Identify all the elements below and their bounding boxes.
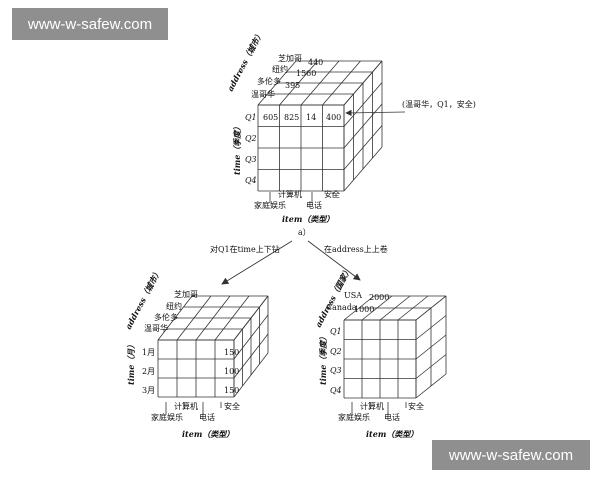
cube-right-grid (343, 295, 447, 399)
item-label-phone: 电话 (306, 200, 322, 210)
roll-up-label: 在address上上卷 (324, 244, 388, 254)
left-item-home: 家庭娱乐 (151, 412, 183, 422)
month-label-mar: 3月 (142, 386, 155, 395)
left-value-jan: 150 (224, 348, 239, 357)
value-q1-security: 400 (326, 113, 341, 122)
left-time-axis-label: time（月） (126, 341, 136, 385)
left-city-vancouver: 温哥华 (144, 323, 168, 333)
item-label-computer: 计算机 (278, 189, 302, 199)
right-item-security: 安全 (408, 401, 424, 411)
caption-a: a） (298, 228, 311, 237)
quarter-label-q2: Q2 (245, 134, 257, 143)
month-label-feb: 2月 (142, 367, 155, 376)
city-label-toronto: 多伦多 (257, 76, 281, 86)
left-item-phone: 电话 (199, 412, 215, 422)
transition-arrows: 对Q1在time上下钻 在address上上卷 (210, 240, 388, 285)
left-item-ticks (165, 402, 222, 414)
cube-right: USA Canada 2000 1000 address（国家） Q1 Q2 Q… (313, 265, 447, 439)
item-label-security: 安全 (324, 189, 340, 199)
cube-left: 芝加哥 纽约 多伦多 温哥华 address（城市） 1月 2月 3月 time… (123, 267, 269, 439)
item-ticks (269, 192, 334, 203)
cube-top-grid (257, 60, 383, 192)
right-item-home: 家庭娱乐 (338, 412, 370, 422)
time-axis-label: time（季度） (232, 123, 242, 175)
left-item-computer: 计算机 (174, 401, 198, 411)
city-label-vancouver: 温哥华 (251, 89, 275, 99)
month-label-jan: 1月 (142, 348, 155, 357)
right-time-axis-label: time（季度） (318, 333, 328, 385)
value-q1-home: 605 (263, 113, 278, 122)
left-value-feb: 100 (224, 367, 239, 376)
quarter-label-q1: Q1 (245, 113, 257, 122)
left-value-mar: 150 (224, 386, 239, 395)
right-quarter-q4: Q4 (330, 386, 342, 395)
right-item-axis-label: item（类型） (366, 429, 418, 439)
roll-up-arrow (307, 240, 361, 281)
right-item-phone: 电话 (384, 412, 400, 422)
cube-left-grid (157, 295, 269, 398)
left-city-newyork: 纽约 (166, 301, 182, 311)
callout-label: (温哥华，Q1，安全) (402, 99, 476, 109)
back-value-toronto: 395 (285, 81, 300, 90)
left-item-axis-label: item（类型） (182, 429, 234, 439)
watermark-top: www-w-safew.com (12, 8, 168, 40)
country-value-canada: 1000 (354, 305, 374, 314)
left-item-security: 安全 (224, 401, 240, 411)
left-city-toronto: 多伦多 (154, 312, 178, 322)
city-label-chicago: 芝加哥 (278, 53, 302, 63)
cube-top: 芝加哥 纽约 多伦多 温哥华 address（城市） 440 1560 395 … (225, 29, 476, 237)
callout-arrow (345, 109, 406, 117)
country-label-usa: USA (344, 291, 362, 300)
right-quarter-q1: Q1 (330, 327, 342, 336)
back-value-chicago: 440 (308, 58, 323, 67)
drill-down-arrow (221, 240, 293, 285)
country-label-canada: Canada (326, 303, 357, 312)
quarter-label-q3: Q3 (245, 155, 257, 164)
right-quarter-q3: Q3 (330, 366, 342, 375)
value-q1-computer: 825 (284, 113, 299, 122)
right-item-computer: 计算机 (360, 401, 384, 411)
right-item-ticks (351, 402, 407, 414)
country-value-usa: 2000 (369, 293, 389, 302)
left-city-chicago: 芝加哥 (174, 289, 198, 299)
item-label-home: 家庭娱乐 (254, 200, 286, 210)
item-axis-label: item（类型） (282, 214, 334, 224)
value-q1-phone: 14 (306, 113, 316, 122)
drill-down-label: 对Q1在time上下钻 (210, 244, 280, 254)
quarter-label-q4: Q4 (245, 176, 257, 185)
watermark-bottom: www-w-safew.com (432, 440, 590, 470)
back-value-newyork: 1560 (296, 69, 316, 78)
right-quarter-q2: Q2 (330, 347, 342, 356)
city-label-newyork: 纽约 (272, 64, 288, 74)
